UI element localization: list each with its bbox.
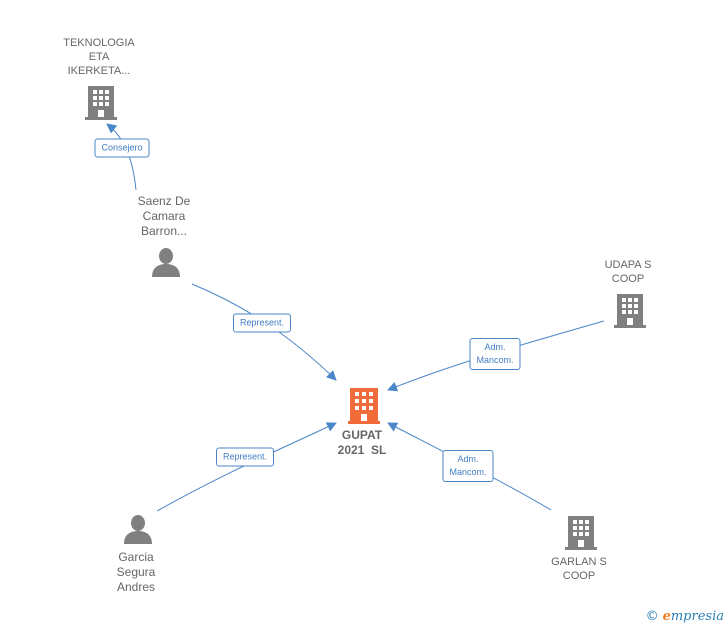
node-label-line: COOP [562, 570, 596, 582]
edge-label-udapa-adm[interactable]: Adm. Mancom. [469, 338, 521, 370]
node-label-gupat[interactable]: GUPAT 2021 SL [338, 428, 387, 458]
edge-label-saenz-represent[interactable]: Represent. [232, 313, 292, 333]
node-label-garcia[interactable]: Garcia Segura Andres [117, 550, 156, 595]
node-label-line: ETA [88, 51, 110, 63]
empresia-logo: ©empresia [646, 609, 724, 624]
edge-label-text: Adm. [484, 342, 506, 352]
building-icon[interactable] [614, 292, 646, 328]
building-icon[interactable] [348, 386, 380, 424]
edge-label-text: Adm. [457, 454, 479, 464]
node-label-line: GARLAN S [551, 556, 607, 568]
edge-label-text: Mancom. [449, 467, 487, 477]
edge-label-text: Mancom. [476, 355, 514, 365]
brand-name: mpresia [670, 609, 724, 624]
node-label-line: GUPAT [341, 428, 383, 442]
building-icon[interactable] [565, 514, 597, 550]
node-label-line: COOP [611, 273, 645, 285]
node-label-line: 2021 SL [337, 443, 387, 457]
node-label-line: Barron... [140, 224, 188, 238]
node-label-line: TEKNOLOGIA [63, 37, 135, 49]
person-icon[interactable] [123, 514, 153, 544]
node-label-garlan[interactable]: GARLAN S COOP [551, 555, 607, 583]
node-label-line: Andres [116, 580, 156, 594]
edge-label-garlan-adm[interactable]: Adm. Mancom. [442, 450, 494, 482]
node-label-line: IKERKETA... [67, 65, 131, 77]
edge-label-text: Represent. [222, 451, 268, 462]
edge-label-consejero[interactable]: Consejero [94, 138, 150, 158]
copyright-symbol: © [645, 609, 659, 624]
node-label-udapa[interactable]: UDAPA S COOP [605, 258, 652, 286]
edge-label-text: Represent. [239, 317, 285, 328]
node-label-line: Saenz De [137, 194, 191, 208]
person-icon[interactable] [151, 247, 181, 277]
building-icon[interactable] [85, 84, 117, 120]
node-label-line: Camara [142, 209, 186, 223]
node-label-line: Segura [116, 565, 156, 579]
edge-garcia-represent [156, 422, 337, 512]
node-label-line: Garcia [118, 550, 154, 564]
node-label-saenz[interactable]: Saenz De Camara Barron... [138, 194, 191, 239]
edge-label-garcia-represent[interactable]: Represent. [215, 447, 275, 467]
brand-initial: e [662, 609, 671, 624]
node-label-line: UDAPA S [604, 259, 652, 271]
node-label-teknologia[interactable]: TEKNOLOGIA ETA IKERKETA... [63, 36, 135, 78]
edge-label-text: Consejero [101, 142, 143, 153]
